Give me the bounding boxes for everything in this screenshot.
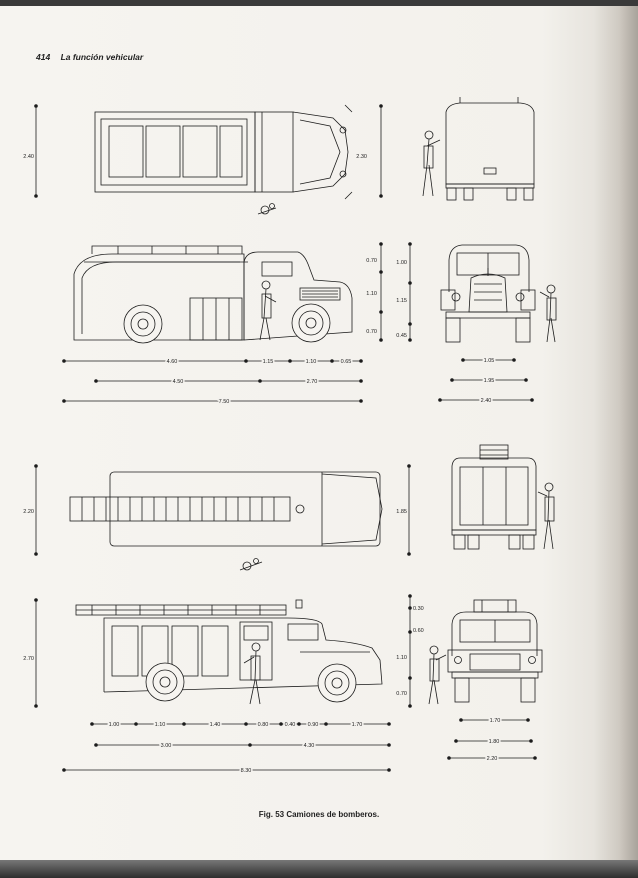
truck2-side-height: 2.70 xyxy=(23,656,34,662)
truck1-front-height: 2.30 xyxy=(356,154,367,160)
scan-top-edge xyxy=(0,0,638,6)
truck1-front-w1: 1.05 xyxy=(484,358,495,364)
truck1-side-inner-v2: 1.15 xyxy=(396,298,407,304)
truck2-side-v3: 1.10 xyxy=(396,655,407,661)
truck2-front-w3: 2.20 xyxy=(487,756,498,762)
truck1-len-c: 1.10 xyxy=(306,359,317,365)
truck1-len-d: 0.65 xyxy=(341,359,352,365)
figure-caption: Fig. 53 Camiones de bomberos. xyxy=(258,810,380,819)
chapter-title: La función vehicular xyxy=(60,52,144,62)
truck2-len-total: 8.30 xyxy=(241,768,252,774)
truck2-rear-view xyxy=(451,444,555,550)
truck1-side-inner-v1: 1.00 xyxy=(396,260,407,266)
truck2-front-w1: 1.70 xyxy=(490,718,501,724)
truck2-side-v2: 0.60 xyxy=(413,628,424,634)
truck2-plan-view: 2.20 1.85 xyxy=(23,464,411,571)
truck2-len-e: 0.40 xyxy=(285,722,296,728)
truck1-side-v3: 0.70 xyxy=(366,329,377,335)
scan-bottom-edge xyxy=(0,860,638,878)
truck2-len-i: 4.30 xyxy=(304,743,315,749)
truck1-side-v1: 0.70 xyxy=(366,258,377,264)
truck2-plan-width: 2.20 xyxy=(23,509,34,515)
truck1-len-b: 1.15 xyxy=(263,359,274,365)
truck1-len-a: 4.60 xyxy=(167,359,178,365)
truck1-side-v2: 1.10 xyxy=(366,291,377,297)
truck2-side-view: 2.70 0.30 0.60 1.10 0.70 xyxy=(23,594,424,776)
truck2-len-f: 0.90 xyxy=(308,722,319,728)
truck1-side-view: 0.70 1.10 0.70 1.00 1.15 0.45 4.60 1.15 … xyxy=(62,242,412,407)
page-number: 414 xyxy=(36,52,51,62)
truck2-len-a: 1.00 xyxy=(109,722,120,728)
truck1-len-e: 4.50 xyxy=(173,379,184,385)
truck2-len-g: 1.70 xyxy=(352,722,363,728)
truck2-len-d: 0.80 xyxy=(258,722,269,728)
truck1-front-view-top xyxy=(422,97,535,201)
truck2-front-view: 1.70 1.80 2.20 xyxy=(428,599,543,764)
ladder-rungs xyxy=(81,497,275,521)
truck1-front-w3: 2.40 xyxy=(481,398,492,404)
truck2-side-v4: 0.70 xyxy=(396,691,407,697)
truck1-len-total: 7.50 xyxy=(219,399,230,405)
truck1-side-inner-v3: 0.45 xyxy=(396,333,407,339)
running-header: 414 La función vehicular xyxy=(36,52,143,62)
truck2-side-v1: 0.30 xyxy=(413,606,424,612)
truck2-len-h: 3.00 xyxy=(161,743,172,749)
truck1-front-view: 1.05 1.95 2.40 xyxy=(438,244,557,406)
truck2-len-c: 1.40 xyxy=(210,722,221,728)
truck1-len-f: 2.70 xyxy=(307,379,318,385)
truck2-rear-height: 1.85 xyxy=(396,509,407,515)
truck2-front-w2: 1.80 xyxy=(489,739,500,745)
truck1-plan-view: 2.40 2.30 xyxy=(23,104,383,215)
truck1-front-w2: 1.95 xyxy=(484,378,495,384)
truck2-len-b: 1.10 xyxy=(155,722,166,728)
truck1-plan-width: 2.40 xyxy=(23,154,34,160)
